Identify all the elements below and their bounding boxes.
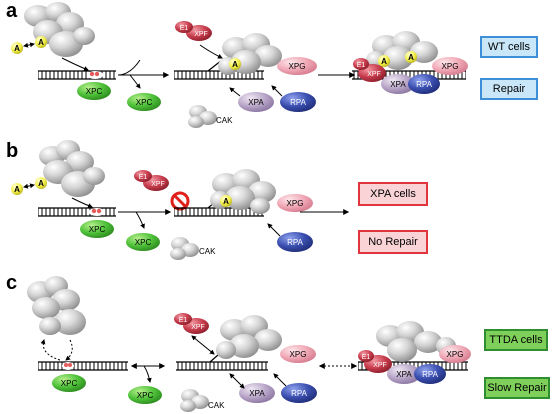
a-marker-label: A [232,60,238,69]
rpa-label: RPA [290,98,307,107]
dna-strand [38,71,116,79]
tfiih-cluster-c1 [27,276,86,335]
rpa-label: RPA [422,370,439,379]
e1-label: E1 [179,317,188,324]
cak-complex [188,105,217,128]
xpa-protein [238,92,274,112]
xpf-label: XPF [191,324,205,331]
a-marker [11,42,23,54]
tfiih-cluster-b1 [39,140,105,197]
xpa-label: XPA [248,98,264,107]
xpc-label: XPC [86,87,103,96]
cak-label: CAK [216,116,233,125]
xpa-label: XPA [396,370,412,379]
xpc-label: XPC [137,391,154,400]
panel-letter-c: c [6,272,18,294]
a-marker-label: A [408,53,414,62]
no-entry-icon [170,191,190,211]
rpa-label: RPA [416,80,433,89]
xpf-label: XPF [373,362,387,369]
tfiih-cluster-a3 [366,31,438,70]
xpf-label: XPF [367,71,381,78]
dna-damage [89,71,95,77]
tfiih-cluster-a1 [24,2,95,57]
e1-label: E1 [180,25,189,32]
outcome-box-no-repair: No Repair [358,230,428,254]
rpa-protein [280,92,316,112]
xpf-protein [186,25,212,41]
panel-b: A A XPC XPC CAK E1 XPF [11,140,350,260]
outcome-box-repair: Repair [480,78,538,100]
xpa-label: XPA [249,389,265,398]
xpg-label: XPG [290,350,307,359]
a-marker-label: A [38,38,44,47]
xpf-label: XPF [151,181,165,188]
tfiih-cluster-c3 [376,321,456,362]
outcome-box-slow-repair: Slow Repair [484,377,550,399]
cak-complex [170,237,199,260]
xpg-protein [277,57,317,75]
status-box-wt-cells: WT cells [480,36,538,58]
tfiih-cluster-b2 [210,169,276,214]
xpc-label: XPC [61,379,78,388]
a-marker [35,36,47,48]
xpa-label: XPA [390,80,406,89]
xpc-label: XPC [89,225,106,234]
a-marker-label: A [14,44,20,53]
xpf-label: XPF [194,31,208,38]
rpa-label: RPA [291,389,308,398]
xpg-label: XPG [442,62,459,71]
xpg-label: XPG [289,62,306,71]
cak-complex [180,389,209,412]
panel-c: XPC XPC CAK E1 XPF XPG XPA [27,276,471,412]
cak-label: CAK [199,247,216,256]
panel-letter-a: a [6,0,18,22]
e1-label: E1 [357,62,366,69]
panel-letter-b: b [6,140,19,162]
rpa-label: RPA [287,238,304,247]
status-box-xpa-cells: XPA cells [358,182,428,206]
cak-label: CAK [208,401,225,410]
xpc-protein [77,82,111,100]
a-marker-label: A [14,185,20,194]
e1-protein [175,21,193,33]
tfiih-cluster-a2 [218,33,282,75]
panel-a: A A XPC XPC CAK E1 XPF [11,2,468,128]
xpc-protein [127,93,161,111]
tfiih-cluster-c2 [216,315,282,359]
xpc-label: XPC [135,238,152,247]
e1-label: E1 [362,354,371,361]
a-marker-label: A [223,197,229,206]
a-marker-label: A [381,57,387,66]
xpc-label: XPC [136,98,153,107]
e1-label: E1 [139,174,148,181]
status-box-ttda-cells: TTDA cells [484,329,548,351]
a-marker-label: A [38,179,44,188]
xpg-label: XPG [287,199,304,208]
xpg-label: XPG [447,350,464,359]
